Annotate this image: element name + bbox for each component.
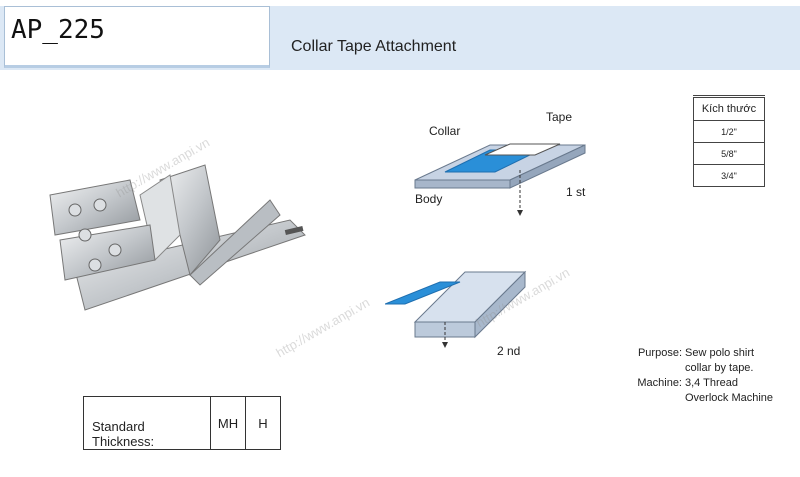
page-title: Collar Tape Attachment <box>291 38 457 55</box>
thickness-value: H <box>245 396 281 450</box>
product-photo <box>49 164 306 311</box>
product-code-box: AP_225 <box>4 6 270 68</box>
size-table: Kích thước 1/2" 5/8" 3/4" <box>693 95 765 187</box>
label-body: Body <box>415 192 443 206</box>
product-code: AP_225 <box>11 15 105 45</box>
diagram-step-1 <box>414 143 586 216</box>
thickness-table: Standard Thickness: MH H <box>83 396 281 450</box>
label-step-1: 1 st <box>566 185 586 199</box>
size-table-header: Kích thước <box>693 95 765 121</box>
label-step-2: 2 nd <box>497 344 521 358</box>
thickness-value: MH <box>210 396 246 450</box>
diagram-step-2 <box>385 270 527 348</box>
size-cell: 3/4" <box>693 164 765 187</box>
purpose-key: Purpose: <box>637 347 682 359</box>
machine-value: 3,4 Thread <box>685 377 739 389</box>
machine-value-cont: Overlock Machine <box>685 392 774 404</box>
machine-key: Machine: <box>637 377 682 389</box>
size-cell: 5/8" <box>693 142 765 165</box>
purpose-value-cont: collar by tape. <box>685 362 754 374</box>
label-collar: Collar <box>429 124 461 138</box>
purpose-value: Sew polo shirt <box>685 347 755 359</box>
thickness-label: Standard Thickness: <box>83 396 211 450</box>
info-block: Purpose: Sew polo shirt collar by tape. … <box>634 346 773 406</box>
label-tape: Tape <box>546 110 573 124</box>
size-cell: 1/2" <box>693 120 765 143</box>
